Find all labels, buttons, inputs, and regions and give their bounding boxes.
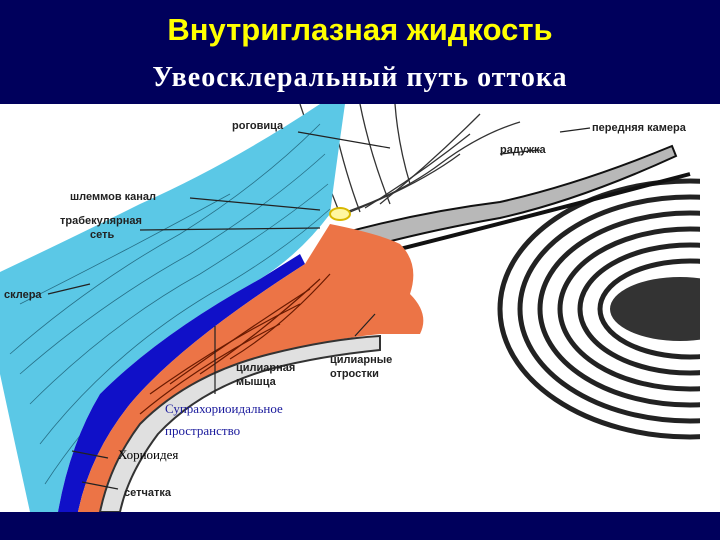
eye-anatomy-diagram	[0, 104, 720, 512]
label-anterior-chamber: передняя камера	[592, 122, 686, 134]
label-ciliary-muscle-line2: мышца	[236, 376, 276, 388]
label-ciliary-processes-line2: отростки	[330, 368, 379, 380]
footer-bar	[0, 512, 720, 540]
lens	[497, 178, 720, 440]
leader-lines	[47, 127, 591, 490]
sclera	[0, 104, 345, 512]
slide-title: Внутриглазная жидкость	[167, 12, 553, 47]
lens-nucleus	[610, 277, 720, 341]
schlemm-canal	[329, 207, 351, 221]
ciliary-body	[78, 224, 424, 512]
label-trabecular-line1: трабекулярная	[60, 215, 142, 227]
iris	[338, 144, 678, 254]
label-suprachoroidal-line1: Супрахориоидальное	[165, 401, 283, 416]
label-trabecular-line2: сеть	[90, 229, 115, 241]
retina	[98, 334, 381, 512]
label-schlemm-canal: шлеммов канал	[70, 191, 157, 203]
label-choroid: Хориоидея	[118, 447, 179, 462]
eye-anatomy-figure: роговица передняя камера радужка шлеммов…	[0, 104, 720, 512]
label-iris: радужка	[500, 144, 546, 156]
label-ciliary-processes-line1: цилиарные	[330, 354, 393, 366]
label-retina: сетчатка	[124, 487, 171, 499]
label-ciliary-muscle-line1: цилиарная	[236, 362, 296, 374]
label-suprachoroidal-line2: пространство	[165, 423, 241, 438]
label-cornea: роговица	[232, 120, 284, 132]
cornea	[299, 104, 521, 215]
suprachoroidal-space	[58, 254, 305, 512]
slide-subtitle: Увеосклеральный путь оттока	[152, 62, 568, 93]
label-sclera: склера	[4, 289, 42, 301]
